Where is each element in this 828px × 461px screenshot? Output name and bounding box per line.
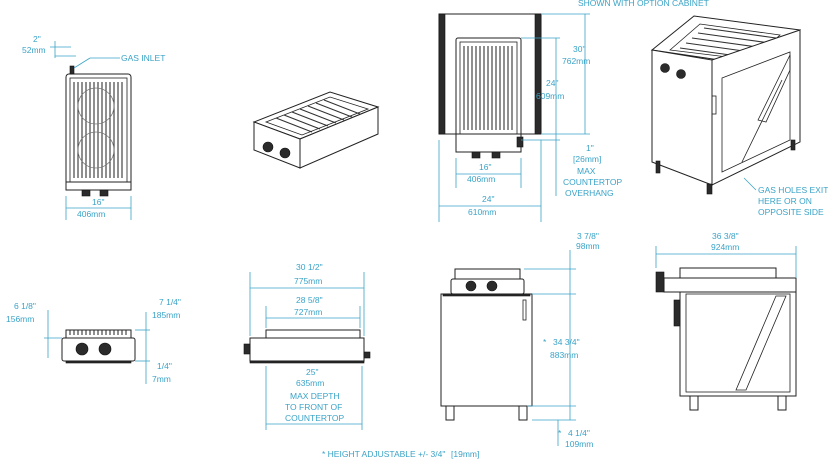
cabinet-leg-star: * [558,428,562,438]
inlet-dimension: 2" 52mm GAS INLET [22,34,165,69]
cabinet-leg-label: 4 1/4" [568,428,590,438]
side-max-depth-label: 25" [306,367,318,377]
grill-front-view [61,329,136,364]
overhang-label: 1" [586,143,594,153]
option-cabinet-note: SHOWN WITH OPTION CABINET [578,0,709,8]
gas-holes-note: GAS HOLES EXITS HERE OR ON OPPOSITE SIDE [743,177,828,217]
side-max-note-3: COUNTERTOP [285,413,345,423]
side-max-note-1: MAX DEPTH [290,391,340,401]
cabinet-inner-depth-mm-label: 609mm [536,91,564,101]
cabinet-height-mm-label: 883mm [550,350,578,360]
grill-side-view [243,329,371,364]
top-width-dimension: 16" 406mm [65,196,132,220]
front-side-depth-label: 6 1/8" [14,301,36,311]
front-dimensions: 6 1/8" 156mm 7 1/4" 185mm 1/4" 7mm [6,297,181,384]
side-overall-label: 30 1/2" [296,262,323,272]
cabinet-inner-width-mm-label: 406mm [467,174,495,184]
gas-holes-note-1: GAS HOLES EXITS [758,185,828,195]
gas-inlet-label: GAS INLET [121,53,165,63]
inlet-depth-mm-label: 52mm [22,45,46,55]
top-width-label: 16" [92,197,104,207]
side-dimensions: 30 1/2" 775mm 28 5/8" 727mm 25" 635mm MA… [249,262,365,430]
cabinet-side-dimensions: 36 3/8" 924mm [655,231,797,278]
front-base-mm-label: 7mm [152,374,171,384]
grill-iso-view [252,91,380,169]
side-overall-mm-label: 775mm [294,276,322,286]
cabinet-top-view [438,13,542,159]
cabinet-inner-width-label: 16" [479,162,491,172]
footnote-text: * HEIGHT ADJUSTABLE +/- 3/4" [322,449,445,459]
footnote-mm: [19mm] [451,449,479,459]
front-height-label: 7 1/4" [159,297,181,307]
gas-holes-note-3: OPPOSITE SIDE [758,207,824,217]
inlet-depth-label: 2" [33,34,41,44]
front-height-mm-label: 185mm [152,310,180,320]
cabinet-top-height-mm-label: 98mm [576,241,600,251]
cabinet-side-width-mm-label: 924mm [711,242,739,252]
cabinet-top-dimensions: 30" 762mm 24" 609mm 1" [26mm] MAX COUNTE… [438,13,623,222]
cabinet-height-star: * [543,337,547,347]
cabinet-iso-view [650,15,802,195]
cabinet-top-height-label: 3 7/8" [577,231,599,241]
cabinet-depth-mm-label: 762mm [562,56,590,66]
overhang-mm-label: [26mm] [573,154,601,164]
overhang-note-1: MAX [577,166,596,176]
side-body-label: 28 5/8" [296,295,323,305]
gas-holes-note-2: HERE OR ON [758,196,812,206]
grill-top-view [65,65,132,197]
side-body-mm-label: 727mm [294,307,322,317]
overhang-note-3: OVERHANG [565,188,614,198]
cabinet-front-dimensions: 3 7/8" 98mm * 34 3/4" 883mm * 4 1/4" 109… [524,231,600,449]
cabinet-side-view [655,267,797,411]
cabinet-outer-width-mm-label: 610mm [468,207,496,217]
front-base-label: 1/4" [157,361,172,371]
side-max-depth-mm-label: 635mm [296,378,324,388]
cabinet-front-view [440,268,533,421]
front-side-depth-mm-label: 156mm [6,314,34,324]
cabinet-outer-width-label: 24" [482,194,494,204]
cabinet-height-label: 34 3/4" [553,337,580,347]
cabinet-inner-depth-label: 24" [546,78,558,88]
top-width-mm-label: 406mm [77,209,105,219]
cabinet-side-width-label: 36 3/8" [712,231,739,241]
cabinet-depth-label: 30" [573,44,585,54]
overhang-note-2: COUNTERTOP [563,177,623,187]
cabinet-leg-mm-label: 109mm [565,439,593,449]
side-max-note-2: TO FRONT OF [285,402,342,412]
